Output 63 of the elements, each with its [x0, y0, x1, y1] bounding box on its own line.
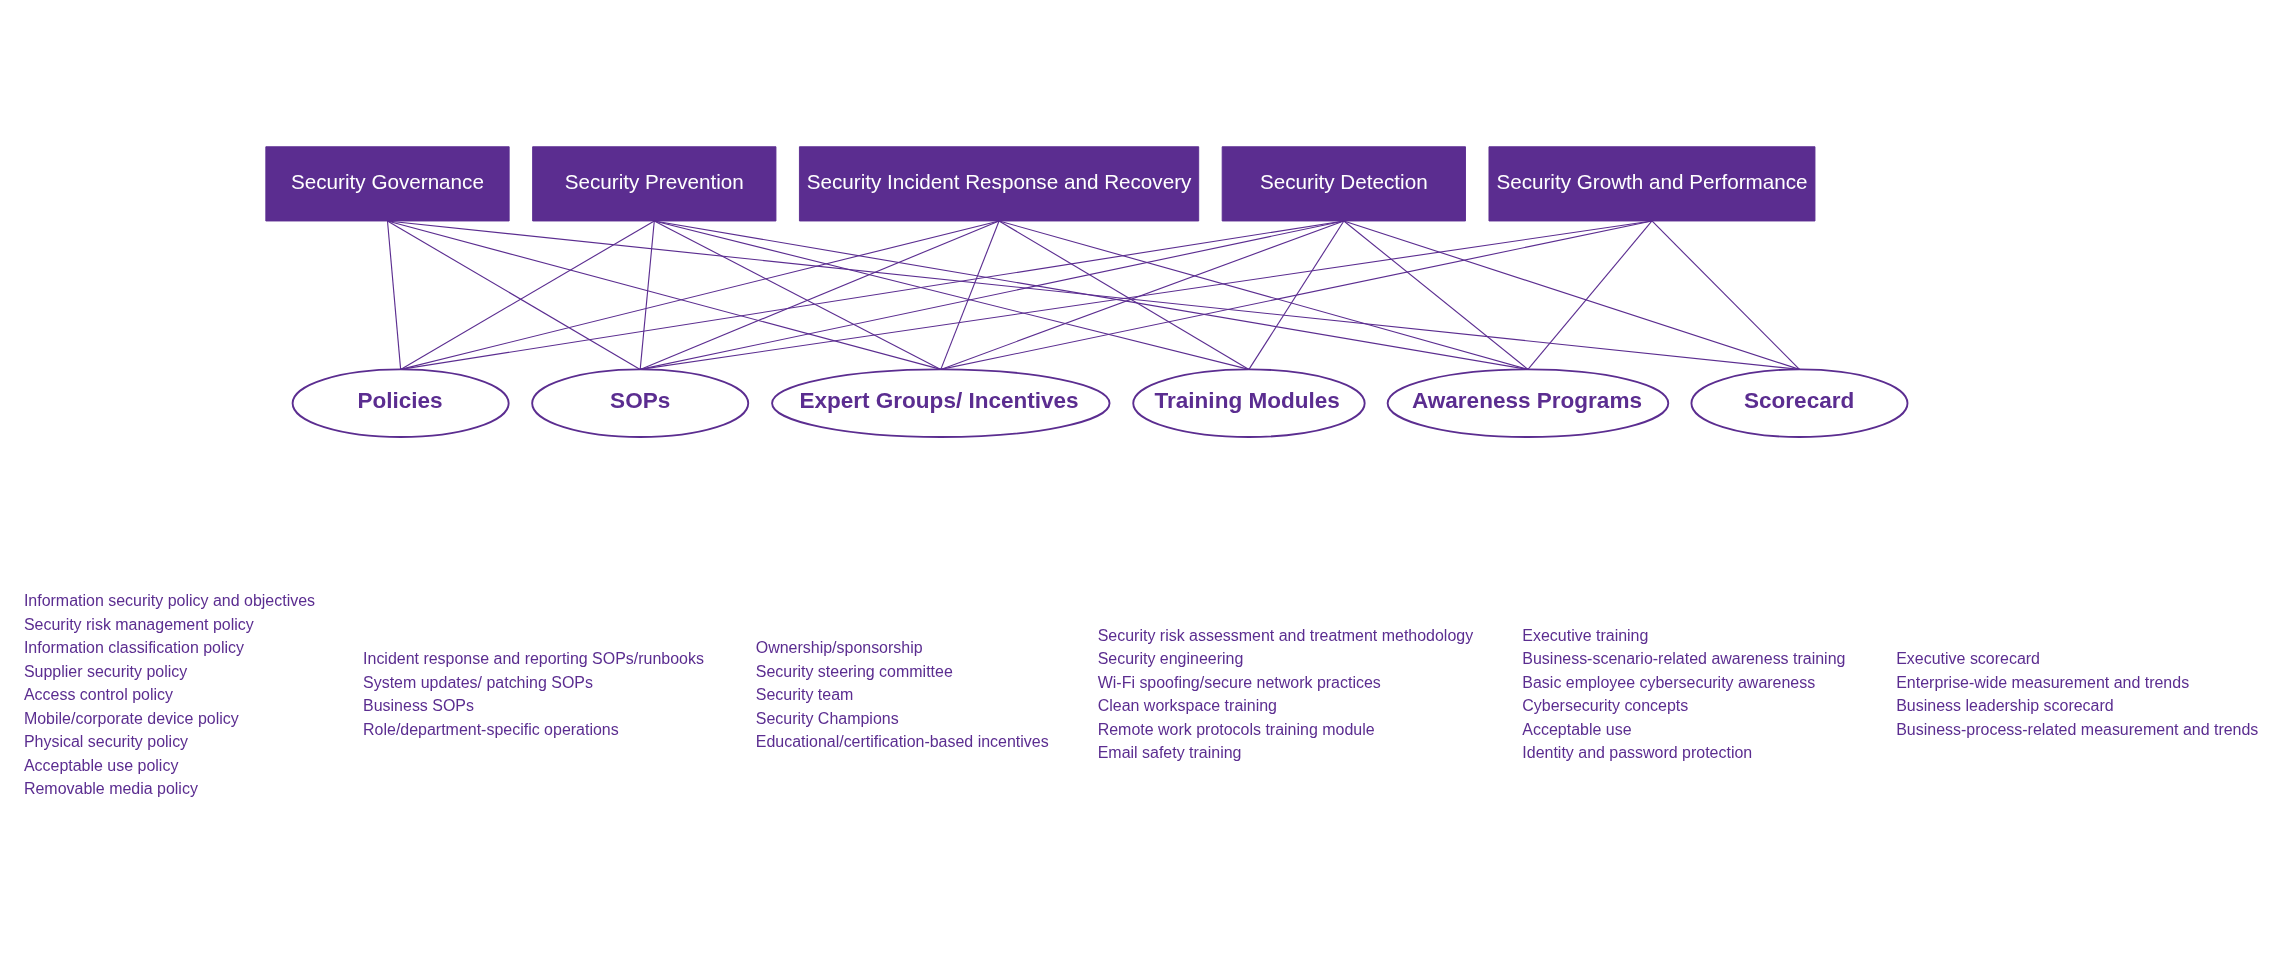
node-label: Enterprise-wide measurement and trends	[1896, 673, 2190, 691]
connector	[1248, 220, 1345, 370]
node-ellipse: Awareness Programs	[1386, 368, 1670, 438]
connector	[998, 220, 1250, 370]
node-label: Acceptable use	[1522, 720, 1632, 738]
node-label: Identity and password protection	[1522, 744, 1753, 762]
node-label: Security risk assessment and treatment methodology	[1097, 627, 1474, 644]
connector	[940, 220, 1000, 370]
node-label: Executive training	[1522, 627, 1649, 644]
connector	[386, 220, 1801, 370]
node-box: Security Growth and Performance	[1488, 146, 1816, 222]
connector	[653, 220, 942, 370]
node-label: Business SOPs	[363, 697, 475, 715]
node-box: Security Incident Response and Recovery	[798, 146, 1200, 222]
node-label: Access control policy	[23, 686, 174, 704]
node-label: Business-process-related measurement and trends	[1896, 720, 2259, 738]
connector	[639, 220, 1000, 370]
node-label: Security Champions	[755, 709, 899, 727]
node-label: Basic employee cybersecurity awareness	[1522, 673, 1816, 691]
node-label: Ownership/sponsorship	[755, 639, 923, 657]
connector	[1651, 220, 1801, 370]
node-label: Educational/certification-based incentives	[755, 733, 1049, 751]
node-label: Acceptable use policy	[23, 756, 179, 774]
node-label: System updates/ patching SOPs	[363, 673, 593, 691]
node-label: Security team	[755, 686, 854, 704]
node-ellipse: SOPs	[531, 368, 750, 438]
node-label: Remote work protocols training module	[1097, 720, 1375, 738]
connector	[639, 220, 1345, 370]
node-label: Business-scenario-related awareness training	[1522, 650, 1846, 668]
connector	[1527, 220, 1653, 370]
node-box: Security Governance	[265, 146, 510, 222]
node-label: Wi-Fi spoofing/secure network practices	[1097, 673, 1381, 691]
connector	[400, 220, 1345, 370]
node-box: Security Prevention	[532, 146, 777, 222]
node-label: Physical security policy	[23, 733, 189, 751]
node-ellipse: Scorecard	[1690, 368, 1909, 438]
connector	[940, 220, 1345, 370]
node-label: Removable media policy	[23, 780, 198, 798]
node-label: Security steering committee	[755, 662, 953, 680]
connector	[386, 220, 402, 370]
node-label: Information classification policy	[23, 639, 245, 657]
node-ellipse: Expert Groups/ Incentives	[771, 368, 1111, 438]
node-label: Incident response and reporting SOPs/runbooks	[363, 650, 704, 668]
node-label: Email safety training	[1097, 744, 1242, 762]
node-label: Executive scorecard	[1896, 650, 2040, 668]
node-label: Security engineering	[1097, 650, 1244, 668]
node-box: Security Detection	[1221, 146, 1466, 222]
node-label: Role/department-specific operations	[363, 720, 619, 738]
node-label: Information security policy and objectives	[23, 592, 316, 610]
connector	[1343, 220, 1801, 370]
node-label: Clean workspace training	[1097, 697, 1278, 715]
connector	[940, 220, 1653, 370]
node-ellipse: Training Modules	[1132, 368, 1366, 438]
connector	[639, 220, 655, 370]
connector	[1343, 220, 1529, 370]
node-ellipse: Policies	[291, 368, 510, 438]
node-label: Security risk management policy	[23, 615, 254, 633]
node-label: Supplier security policy	[23, 662, 188, 680]
connector	[998, 220, 1529, 370]
node-label: Cybersecurity concepts	[1522, 697, 1689, 715]
node-label: Business leadership scorecard	[1896, 697, 2114, 715]
node-label: Mobile/corporate device policy	[23, 709, 239, 727]
connector	[653, 220, 1250, 370]
